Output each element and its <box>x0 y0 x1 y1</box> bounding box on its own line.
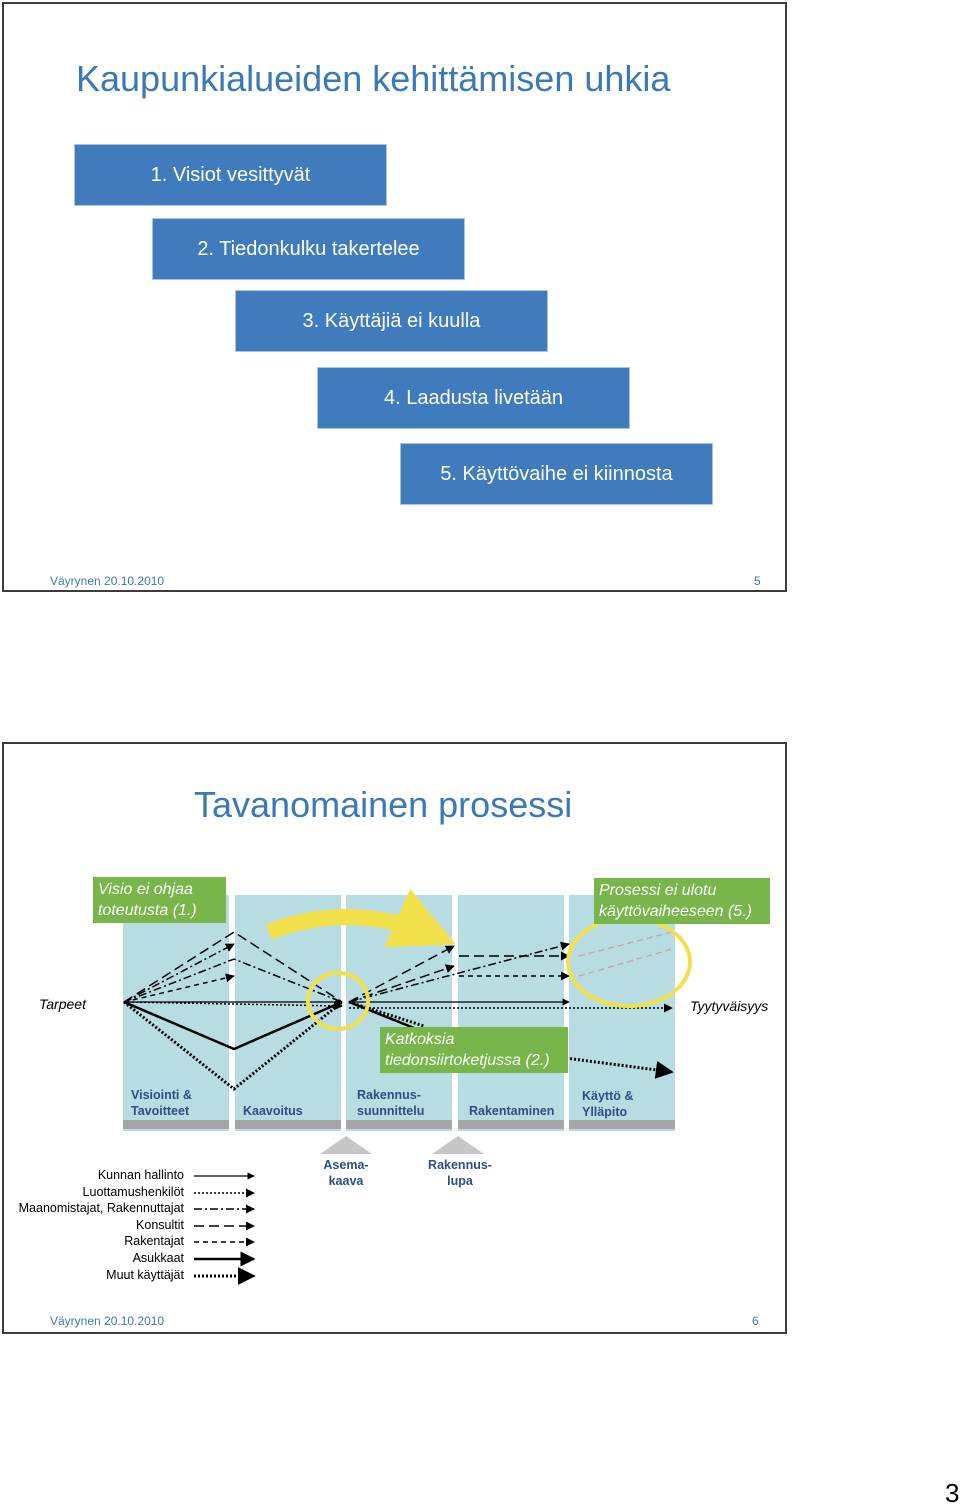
milestone-label-permit: Rakennus- lupa <box>428 1158 492 1188</box>
slide-page-number: 5 <box>754 574 761 588</box>
flow-line-landowners <box>123 958 343 1003</box>
phase-column-operation <box>569 895 675 1131</box>
legend: Kunnan hallinto Luottamushenkilöt Maanom… <box>4 1166 194 1286</box>
phase-column-zoning <box>235 895 341 1131</box>
milestone-triangle-zoning <box>320 1136 372 1154</box>
phase-label-construction: Rakentaminen <box>469 1104 555 1118</box>
faded-line <box>578 931 673 957</box>
slide-title: Tavanomainen prosessi <box>194 784 573 825</box>
faded-line <box>578 948 673 977</box>
callout-process: Prosessi ei ulotu käyttövaiheeseen (5.) <box>594 878 770 924</box>
callout-breaks: Katkoksia tiedonsiirtoketjussa (2.) <box>380 1027 568 1073</box>
highlight-circle-break <box>306 971 370 1031</box>
phase-label-zoning: Kaavoitus <box>243 1104 303 1118</box>
flow-line-residents <box>123 1000 343 1051</box>
slide-footer: Väyrynen 20.10.2010 <box>50 574 165 588</box>
end-label: Tyytyväisyys <box>690 998 769 1014</box>
milestone-label-zoning: Asema- kaava <box>323 1158 369 1188</box>
feedback-arrow <box>266 888 456 948</box>
phase-column-construction <box>458 895 564 1131</box>
flow-line-landowners <box>123 943 235 1003</box>
slide-threats: Kaupunkialueiden kehittämisen uhkia 1. V… <box>2 2 787 592</box>
phase-label-visioning: Visiointi & Tavoitteet <box>131 1088 192 1118</box>
slide-page-number: 6 <box>752 1314 759 1328</box>
flow-line-consultants <box>348 945 455 1003</box>
legend-label: Konsultit <box>136 1218 184 1232</box>
flow-line-consultants <box>123 931 343 1003</box>
slide-title: Kaupunkialueiden kehittämisen uhkia <box>76 58 671 99</box>
phase-label-operation: Käyttö & Ylläpito <box>582 1089 634 1119</box>
legend-label: Asukkaat <box>132 1251 184 1265</box>
flow-line-other-users <box>123 1000 343 1091</box>
flow-line-builders <box>123 973 235 1003</box>
threat-step-2: 2. Tiedonkulku takertelee <box>152 218 465 280</box>
flow-line-trustees <box>123 1001 343 1011</box>
threat-step-4: 4. Laadusta livetään <box>317 367 630 429</box>
legend-label: Kunnan hallinto <box>97 1168 184 1182</box>
legend-label: Rakentajat <box>124 1234 184 1248</box>
slide-process: Tavanomainen prosessi <box>2 742 787 1334</box>
callout-vision: Visio ei ohjaa toteutusta (1.) <box>93 877 226 923</box>
legend-label: Muut käyttäjät <box>106 1268 184 1282</box>
slide-footer: Väyrynen 20.10.2010 <box>50 1314 165 1328</box>
milestone-triangle-permit <box>432 1136 484 1154</box>
flow-line-other-users <box>348 1000 425 1028</box>
legend-label: Maanomistajat, Rakennuttajat <box>18 1201 184 1215</box>
phase-label-design: Rakennus- suunnittelu <box>357 1088 425 1118</box>
document-page-number: 3 <box>945 1478 960 1508</box>
threat-step-5: 5. Käyttövaihe ei kiinnosta <box>400 443 713 505</box>
start-label: Tarpeet <box>39 996 86 1012</box>
threat-step-1: 1. Visiot vesittyvät <box>74 144 387 206</box>
flow-line-landowners <box>348 941 570 1003</box>
phase-column-visioning <box>123 895 229 1131</box>
threat-step-3: 3. Käyttäjiä ei kuulla <box>235 290 548 352</box>
legend-label: Luottamushenkilöt <box>82 1185 184 1199</box>
flow-line-consultants <box>348 964 455 1003</box>
